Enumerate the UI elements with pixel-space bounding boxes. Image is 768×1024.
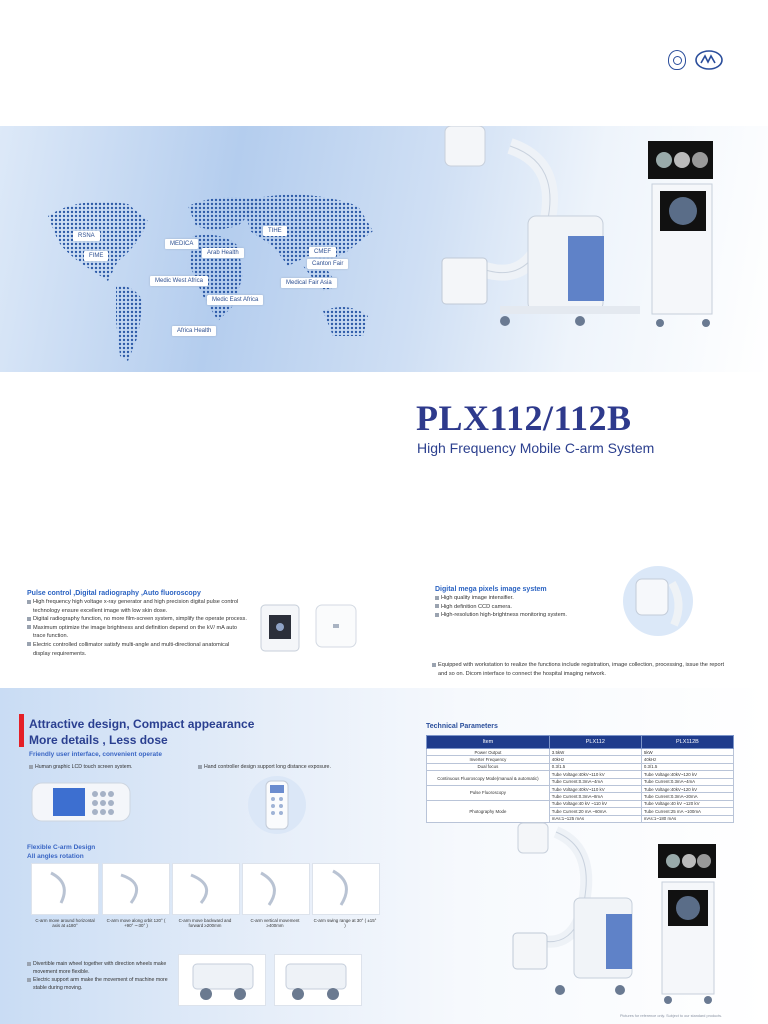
table-cell: Tube Current:0.3mA~20mA [640, 792, 735, 801]
table-header: PLX112B [640, 735, 735, 749]
table-header-row: Item PLX112 PLX112B [426, 735, 735, 749]
c-arm-machine-image [441, 126, 713, 327]
table-cell: Tube Current:0.3mA~4mA [640, 777, 735, 786]
list-item: Digital radiography function, no more fi… [27, 615, 247, 624]
table-cell: mAs:1~180 mAs [640, 814, 735, 823]
table-cell: 40kHz [548, 755, 642, 764]
table-header: PLX112 [548, 735, 642, 749]
touch-screen-panel-image [31, 782, 131, 822]
hero-banner: RSNA MEDICA TIHE FIME Arab Health CMEF C… [0, 126, 768, 372]
table-cell: 5kW [640, 747, 735, 757]
c-arm-machine-image [512, 822, 716, 1004]
accent-bar [19, 714, 24, 747]
image-intensifier-image [623, 566, 693, 636]
company-logo-icon [695, 50, 723, 70]
rotation-caption: C-arm vertical movement ≥400mm [250, 918, 300, 928]
table-cell: Power Output [426, 747, 550, 757]
wheel-features: Divertible main wheel together with dire… [27, 960, 172, 992]
collimator-image [315, 604, 357, 648]
feature-left-title: Pulse control ,Digital radiography ,Auto… [27, 590, 201, 597]
list-item: High-resolution high-brightness monitori… [435, 611, 625, 620]
table-cell: 0.3/1.5 [640, 762, 735, 772]
feature-right-list: High quality image intensifier. High def… [435, 594, 625, 620]
event-tag: Canton Fair [307, 259, 349, 269]
event-tag: Medical Fair Asia [281, 278, 337, 288]
detector-panel-image [260, 604, 300, 652]
table-cell: 0.3/1.5 [548, 762, 642, 772]
table-cell: Tube Current:25 mA ~100mA [640, 807, 735, 816]
list-item: Electric support arm make the movement o… [27, 976, 172, 992]
table-cell: Tube Voltage:40kV~120 kV [640, 770, 735, 779]
table-cell: Continuous Fluoroscopy Mode(manual & aut… [426, 770, 550, 786]
table-cell: Tube Voltage:40kV~110 kV [548, 770, 642, 779]
design-headline-2: More details , Less dose [29, 733, 168, 747]
table-cell: Tube Current:0.3mA~8mA [548, 792, 642, 801]
list-item: Divertible main wheel together with dire… [27, 960, 172, 976]
footnote: Pictures for reference only. Subject to … [620, 1014, 723, 1018]
wheel-illustrations [192, 963, 347, 1000]
rotation-caption: C-arm swing range at 30° ( ±15° ) [313, 918, 377, 928]
feature-right-note: Equipped with workstation to realize the… [432, 661, 732, 678]
table-cell: Tube Voltage:40 kV ~110 kV [548, 799, 642, 809]
feature-left-list: High frequency high voltage x-ray genera… [27, 598, 247, 658]
hand-controller-image [248, 776, 306, 834]
list-item: Electric controlled collimator satisfy m… [27, 641, 247, 658]
rotation-image [242, 863, 310, 915]
design-point-2: Hand controller design support long dist… [198, 764, 331, 770]
list-item: High frequency high voltage x-ray genera… [27, 598, 247, 615]
product-subtitle: High Frequency Mobile C-arm System [417, 440, 655, 456]
design-headline-1: Attractive design, Compact appearance [29, 717, 255, 731]
rotation-caption: C-arm move around horizontal axis at ±18… [35, 918, 95, 928]
event-tag: RSNA [73, 231, 100, 241]
product-title: PLX112/112B [416, 398, 632, 438]
design-point-1: Human graphic LCD touch screen system. [29, 764, 132, 770]
certification-seal-icon [668, 50, 686, 70]
table-cell: Dual focus [426, 762, 550, 772]
flex-title: Flexible C-arm Design [27, 844, 96, 851]
table-header: Item [426, 735, 550, 749]
event-tag: Medic West Africa [150, 276, 208, 286]
list-item: High definition CCD camera. [435, 603, 625, 612]
event-tag: TIHE [263, 226, 287, 236]
event-tag: Medic East Africa [207, 295, 264, 305]
list-item: Maximum optimize the image brightness an… [27, 624, 247, 641]
table-cell: 3.5kW [548, 747, 642, 757]
rotation-caption: C-arm move along orbit 120° ( +90° ~-30°… [106, 918, 166, 928]
flex-subtitle: All angles rotation [27, 853, 84, 860]
table-cell: Tube Current:20 mA ~60mA [548, 807, 642, 816]
table-cell: Tube Voltage:40kV~110 kV [548, 784, 642, 794]
table-cell: Inverter Frequency [426, 755, 550, 764]
rotation-caption: C-arm move backward and forward ≥200mm [178, 918, 232, 928]
table-cell: Tube Voltage:40kV~120 kV [640, 784, 735, 794]
table-cell: Photography Mode [426, 799, 550, 823]
table-cell: Pulse Fluoroscopy [426, 784, 550, 801]
feature-right-title: Digital mega pixels image system [435, 586, 547, 593]
table-cell: Tube Voltage:40 kV ~120 kV [640, 799, 735, 809]
table-cell: Tube Current:0.3mA~4mA [548, 777, 642, 786]
design-subheading: Friendly user interface, convenient oper… [29, 751, 162, 758]
event-tag: FIME [84, 251, 109, 261]
tech-title: Technical Parameters [426, 723, 498, 730]
rotation-illustrations [50, 869, 348, 906]
table-row: Continuous Fluoroscopy Mode(manual & aut… [426, 770, 735, 786]
list-item: High quality image intensifier. [435, 594, 625, 603]
table-cell: 40kHz [640, 755, 735, 764]
event-tag: MEDICA [165, 239, 199, 249]
event-tag: Arab Health [202, 248, 244, 258]
event-tag: Africa Health [172, 326, 217, 336]
event-tag: CMEF [309, 247, 336, 257]
